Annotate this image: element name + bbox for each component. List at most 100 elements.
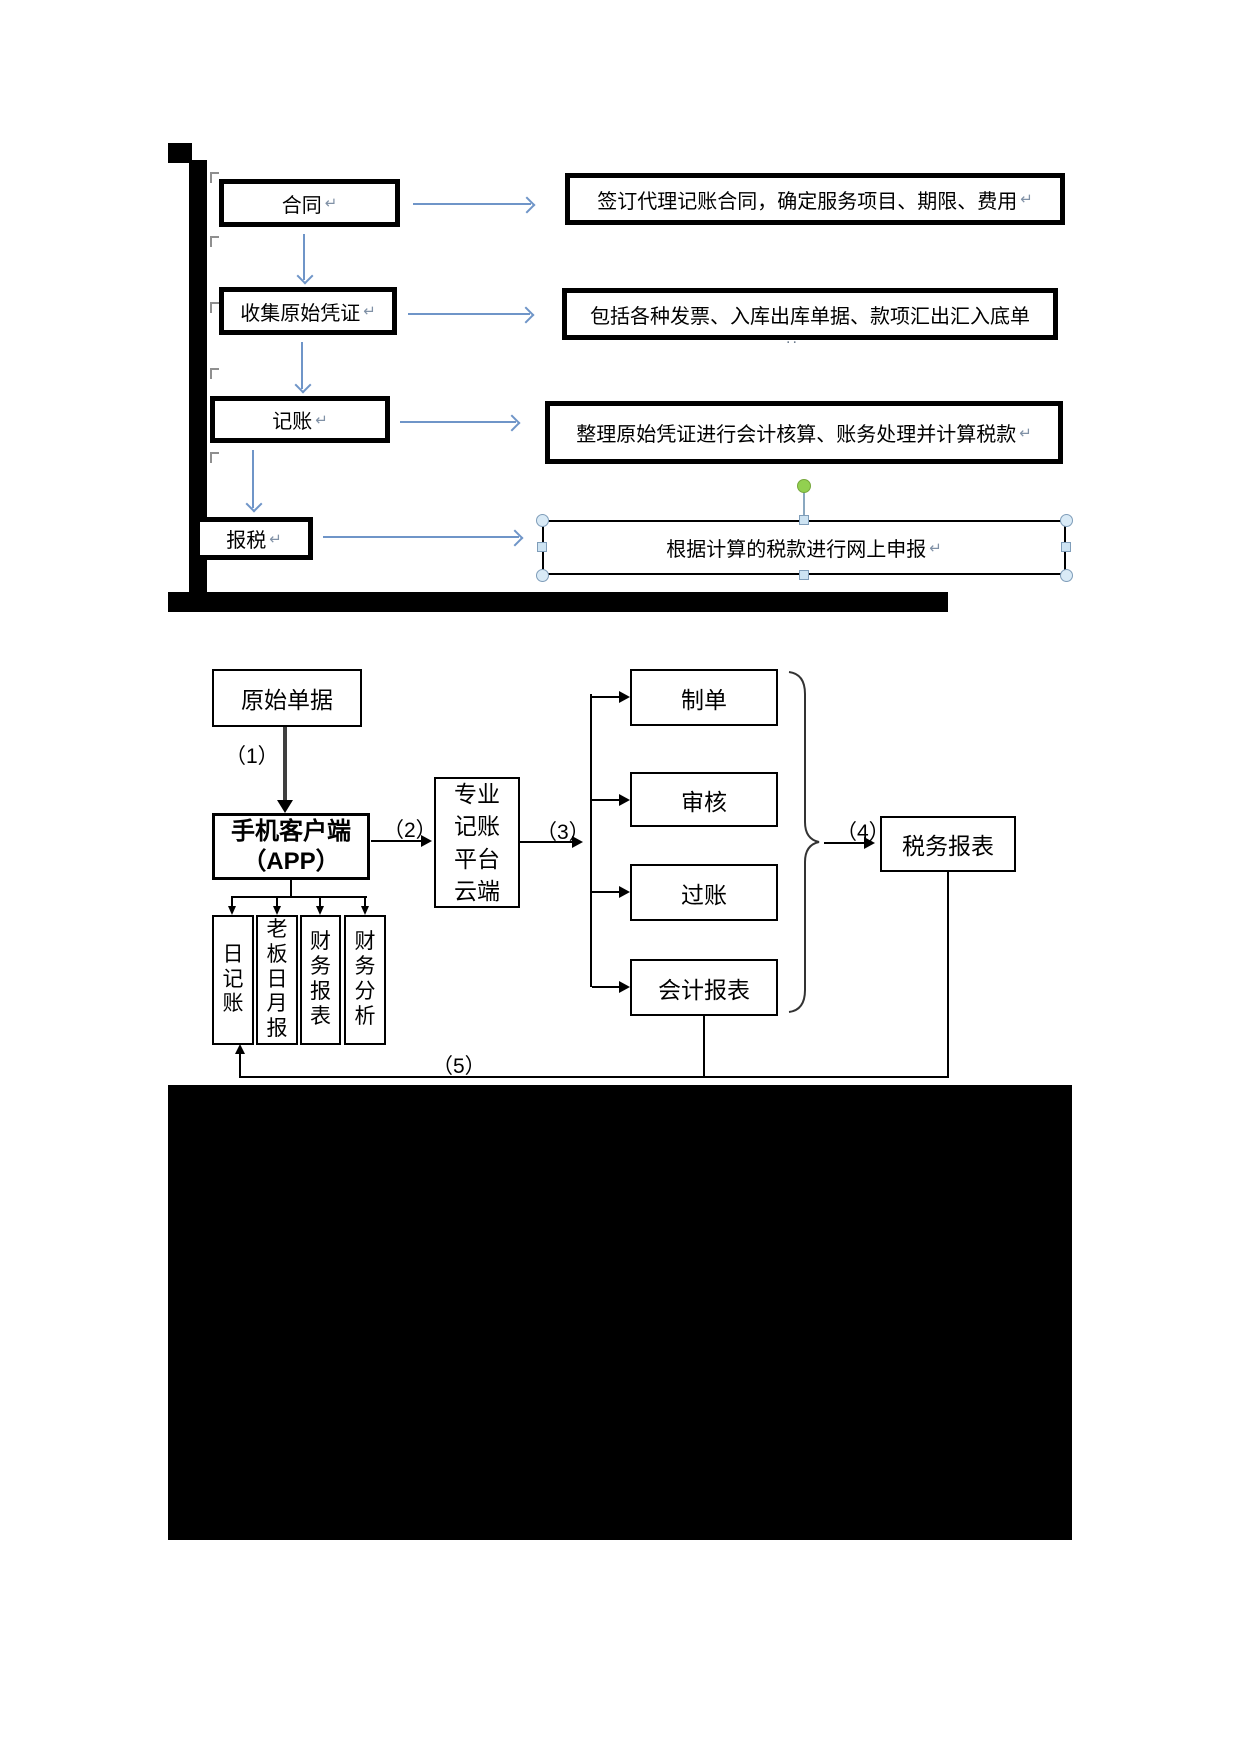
curly-brace — [788, 671, 820, 1013]
pilcrow-mark: ↵ — [363, 303, 376, 320]
anchor-mark — [210, 368, 219, 379]
step-box-bookkeeping[interactable]: 记账↵ — [210, 396, 390, 443]
arrow-down-collect-bookkeeping — [301, 342, 303, 389]
branch-arrow-review — [592, 794, 630, 806]
branch-arrow-posting — [592, 886, 630, 898]
split-arrow-financial-analysis — [361, 896, 369, 915]
selected-shape-box-taxfiling-desc[interactable]: 根据计算的税款进行网上申报↵ — [542, 520, 1066, 575]
arrow-client-to-platform — [371, 835, 432, 847]
desc-text: 签订代理记账合同，确定服务项目、期限、费用 — [597, 190, 1018, 213]
step-label-5: （5） — [432, 1055, 486, 1078]
process-box-posting[interactable]: 过账 — [630, 864, 778, 921]
mobile-client-box[interactable]: 手机客户端 （APP） — [212, 813, 370, 880]
anchor-mark — [210, 302, 219, 313]
process-box-voucher[interactable]: 制单 — [630, 669, 778, 726]
output-box-journal[interactable]: 日记账 — [212, 915, 254, 1045]
step-label-1: （1） — [225, 745, 279, 768]
pilcrow-mark: ↵ — [929, 539, 942, 557]
step-label: 合同 — [281, 194, 322, 217]
box-text: 审核 — [681, 788, 727, 815]
anchor-mark — [210, 172, 219, 183]
step-label: 记账 — [272, 411, 313, 433]
branch-arrow-reports — [592, 981, 630, 993]
box-text: 会计报表 — [658, 976, 750, 1003]
box-text: 专业记账平台云端 — [454, 781, 500, 904]
box-text: 过账 — [681, 881, 727, 908]
step-label-4: （4） — [836, 821, 890, 844]
doc-bottom-strip — [168, 592, 948, 612]
process-box-accounting-reports[interactable]: 会计报表 — [630, 959, 778, 1016]
feedback-horizontal-line — [239, 1076, 949, 1078]
box-text: 财务报表 — [310, 930, 331, 1028]
box-text: 日记账 — [222, 942, 244, 1016]
feedback-riser-accounting — [703, 1016, 705, 1078]
resize-handle-middle-left[interactable] — [537, 542, 547, 552]
client-line2: （APP） — [242, 847, 340, 875]
output-box-financial-report[interactable]: 财务报表 — [300, 915, 341, 1045]
source-doc-box[interactable]: 原始单据 — [212, 669, 362, 727]
split-arrow-financial-report — [316, 896, 324, 915]
feedback-up-arrow — [235, 1044, 245, 1077]
pilcrow-mark: ↵ — [315, 411, 328, 429]
branch-arrow-voucher — [592, 691, 630, 703]
ingest-arrow-shaft — [283, 727, 287, 801]
desc-text: 包括各种发票、入库出库单据、款项汇出汇入底单 — [590, 305, 1030, 328]
box-text: 税务报表 — [902, 833, 994, 859]
arrow-collect-to-desc — [408, 313, 530, 315]
client-line1: 手机客户端 — [231, 817, 351, 845]
resize-handle-middle-right[interactable] — [1061, 542, 1071, 552]
anchor-mark — [210, 236, 219, 247]
resize-handle-top-left[interactable] — [536, 514, 549, 527]
desc-text: 整理原始凭证进行会计核算、账务处理并计算税款 — [576, 424, 1017, 446]
split-arrow-boss-report — [273, 896, 281, 915]
wrap-overflow-mark: .. — [786, 330, 799, 347]
box-text: 原始单据 — [241, 687, 333, 713]
step-box-collect-vouchers[interactable]: 收集原始凭证↵ — [219, 287, 397, 335]
desc-text: 根据计算的税款进行网上申报 — [666, 539, 927, 561]
process-box-review[interactable]: 审核 — [630, 772, 778, 827]
resize-handle-bottom-center[interactable] — [799, 570, 809, 580]
desc-box-contract[interactable]: 签订代理记账合同，确定服务项目、期限、费用↵ — [565, 173, 1065, 225]
output-box-boss-daily-monthly[interactable]: 老板日月报 — [256, 915, 298, 1045]
arrow-down-bookkeeping-taxfiling — [252, 450, 254, 508]
step-box-contract[interactable]: 合同↵ — [219, 179, 400, 227]
step-label: 报税 — [226, 530, 267, 552]
ingest-arrow-head — [277, 800, 293, 813]
arrow-down-contract-collect — [303, 234, 305, 280]
desc-box-collect[interactable]: 包括各种发票、入库出库单据、款项汇出汇入底单 — [562, 288, 1058, 340]
pilcrow-mark: ↵ — [1020, 191, 1033, 208]
output-box-financial-analysis[interactable]: 财务分析 — [344, 915, 386, 1045]
desc-box-bookkeeping[interactable]: 整理原始凭证进行会计核算、账务处理并计算税款↵ — [545, 401, 1063, 464]
resize-handle-top-center[interactable] — [799, 515, 809, 525]
resize-handle-top-right[interactable] — [1060, 514, 1073, 527]
client-split-bar — [231, 896, 367, 898]
split-arrow-journal — [228, 896, 236, 915]
arrow-bookkeeping-to-desc — [400, 421, 516, 423]
branch-spine — [590, 694, 592, 987]
arrow-contract-to-desc — [413, 203, 531, 205]
cloud-platform-box[interactable]: 专业记账平台云端 — [434, 777, 520, 908]
pilcrow-mark: ↵ — [1019, 424, 1032, 442]
rotation-handle-stem — [803, 491, 805, 520]
rotation-handle[interactable] — [797, 479, 811, 493]
pilcrow-mark: ↵ — [269, 530, 282, 548]
resize-handle-bottom-left[interactable] — [536, 569, 549, 582]
resize-handle-bottom-right[interactable] — [1060, 569, 1073, 582]
box-text: 财务分析 — [354, 930, 376, 1028]
arrow-brace-to-tax — [824, 837, 875, 849]
step-label: 收集原始凭证 — [240, 302, 361, 325]
anchor-mark — [210, 452, 219, 463]
tax-report-box[interactable]: 税务报表 — [880, 816, 1016, 872]
doc-left-bar — [189, 160, 207, 612]
client-split-stem — [290, 880, 292, 898]
feedback-riser-tax — [947, 872, 949, 1078]
box-text: 制单 — [681, 686, 727, 713]
arrow-platform-to-spine — [520, 836, 583, 848]
box-text: 手机客户端 （APP） — [231, 817, 351, 877]
arrow-taxfiling-to-desc — [323, 536, 519, 538]
doc-edge-block — [168, 143, 192, 163]
step-box-taxfiling[interactable]: 报税↵ — [195, 517, 313, 560]
box-text: 老板日月报 — [266, 918, 288, 1041]
pilcrow-mark: ↵ — [324, 195, 338, 212]
